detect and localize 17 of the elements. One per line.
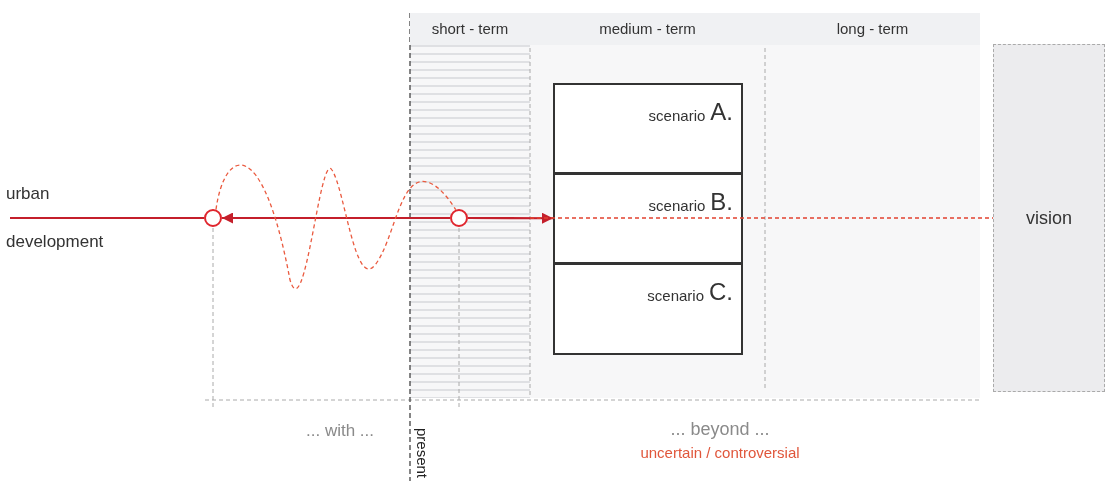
- vision-box: vision: [993, 44, 1105, 392]
- period-header: short - term: [410, 13, 530, 45]
- axis-label: development: [6, 231, 104, 253]
- note-label: ... beyond ...: [669, 418, 771, 441]
- note-label: ... with ...: [305, 420, 375, 442]
- scenario-box: scenario C.: [553, 263, 743, 355]
- timeline-line: [10, 216, 204, 220]
- arrow: [222, 212, 450, 224]
- scenario-box: scenario B.: [553, 173, 743, 264]
- period-header: medium - term: [530, 13, 765, 45]
- present-label: present: [413, 428, 432, 479]
- timeline-line: [215, 164, 457, 289]
- axis-label: urban: [6, 183, 50, 205]
- scenario-box: scenario A.: [553, 83, 743, 174]
- note-label: uncertain / controversial: [639, 443, 801, 463]
- arrow: [468, 212, 553, 224]
- timeline-line: [529, 217, 994, 219]
